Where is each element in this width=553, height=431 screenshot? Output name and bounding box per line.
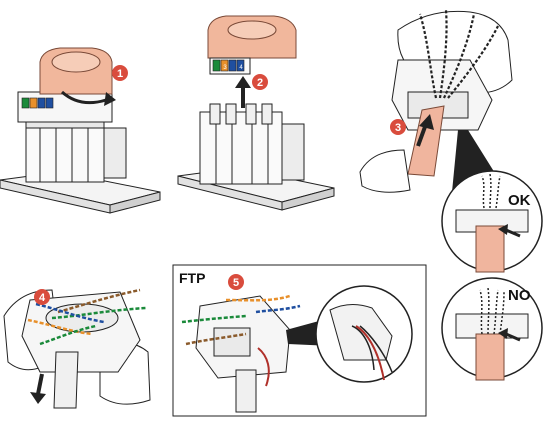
pin-label: 3 [223, 65, 227, 71]
detail-ok: OK [441, 170, 543, 273]
step-badge-4 [34, 289, 50, 305]
step-number-1: 1 [117, 68, 123, 80]
step-badge-5 [228, 274, 244, 290]
arrow-left-icon [498, 328, 508, 339]
detail-no: NO [441, 277, 543, 381]
panel-step-4: 4 [3, 288, 151, 409]
panel-step-3: 3 [359, 9, 513, 193]
arrow-left-icon [498, 224, 508, 235]
step-number-4: 4 [39, 292, 46, 304]
step-badge-3 [390, 119, 406, 135]
ok-label: OK [508, 192, 531, 209]
panel-step-1: 1 [0, 47, 161, 214]
pin-label: 4 [239, 65, 243, 71]
step-badge-1 [112, 65, 128, 81]
step-number-5: 5 [233, 277, 239, 289]
step-number-3: 3 [395, 122, 401, 134]
arrow-down-icon [30, 392, 46, 404]
rotate-arrow-head-icon [104, 92, 116, 106]
ftp-label: FTP [179, 270, 205, 286]
panel-step-5-ftp: FTP 5 [172, 264, 427, 417]
arrow-up-icon [235, 76, 251, 88]
rotate-arrow-icon [61, 90, 107, 105]
step-number-2: 2 [257, 77, 263, 89]
no-label: NO [508, 287, 531, 304]
panel-step-2: 3 4 2 [177, 15, 335, 211]
step-badge-2 [252, 74, 268, 90]
arrow-up-icon [419, 114, 434, 130]
